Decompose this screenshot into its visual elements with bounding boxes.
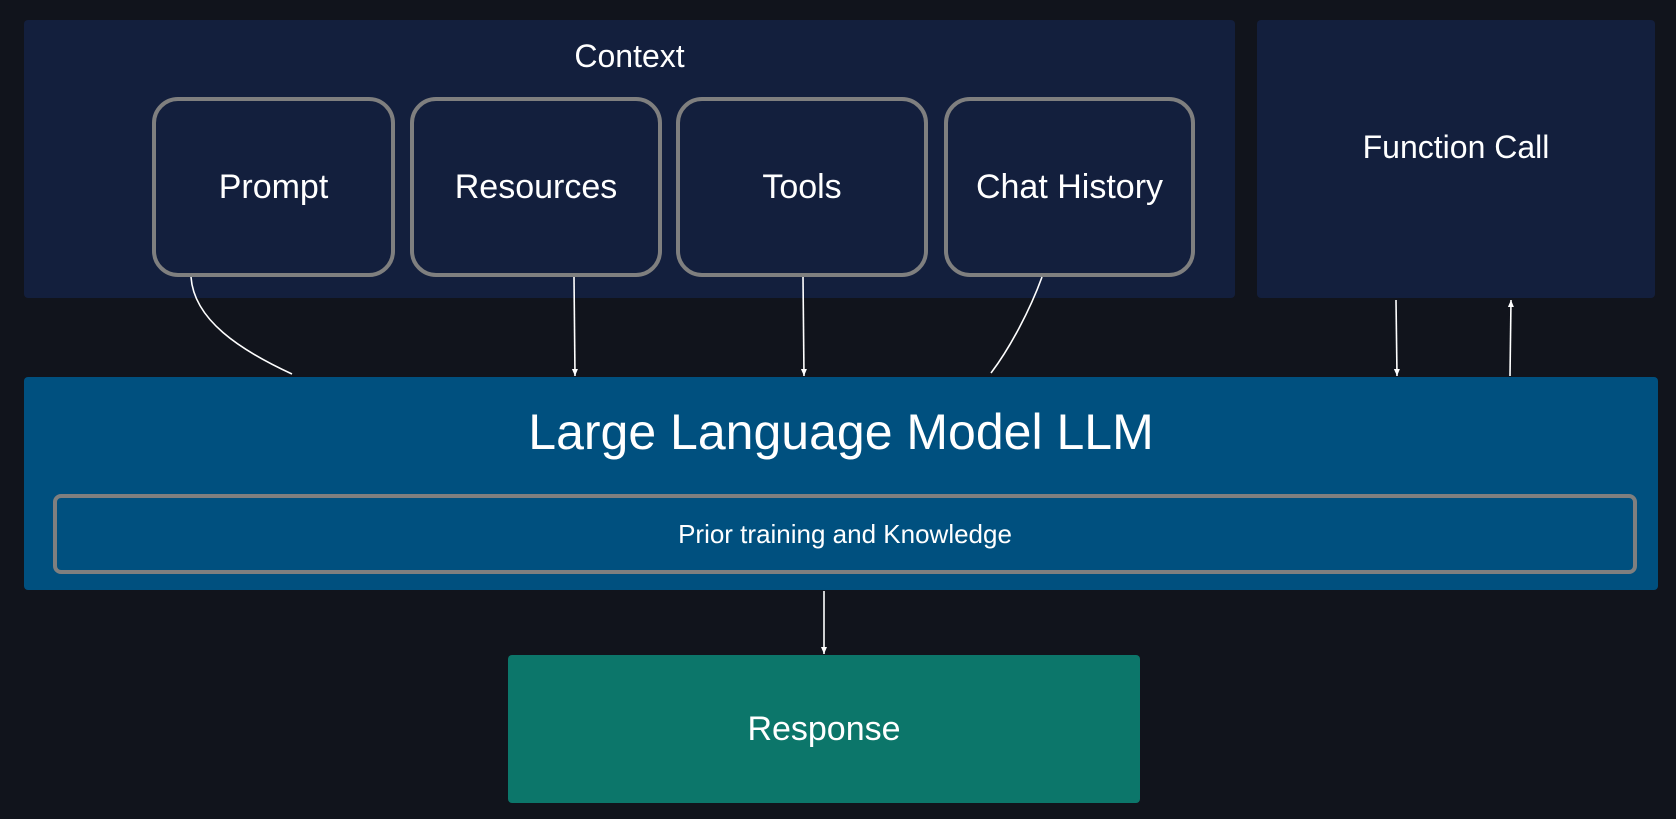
function-call-up-arrow — [1507, 299, 1514, 377]
function-call-down-arrow — [1393, 299, 1400, 377]
llm-title: Large Language Model LLM — [528, 404, 1154, 460]
chat-history-box: Chat History — [944, 97, 1195, 277]
prior-knowledge-label: Prior training and Knowledge — [678, 518, 1012, 549]
response-label: Response — [747, 709, 901, 748]
chat-history-label: Chat History — [975, 167, 1164, 206]
function-call-label: Function Call — [1362, 128, 1550, 165]
prior-knowledge-box: Prior training and Knowledge — [53, 494, 1637, 574]
context-panel: Context Prompt Resources Tools Chat Hist… — [24, 20, 1235, 298]
tools-label: Tools — [762, 167, 842, 206]
function-call-panel: Function Call — [1257, 20, 1655, 298]
resources-label: Resources — [454, 167, 618, 206]
llm-panel: Large Language Model LLM Prior training … — [24, 377, 1658, 590]
tools-box: Tools — [676, 97, 928, 277]
resources-box: Resources — [410, 97, 662, 277]
response-panel: Response — [508, 655, 1140, 803]
prompt-label: Prompt — [218, 167, 329, 206]
context-title: Context — [574, 38, 685, 74]
prompt-box: Prompt — [152, 97, 395, 277]
